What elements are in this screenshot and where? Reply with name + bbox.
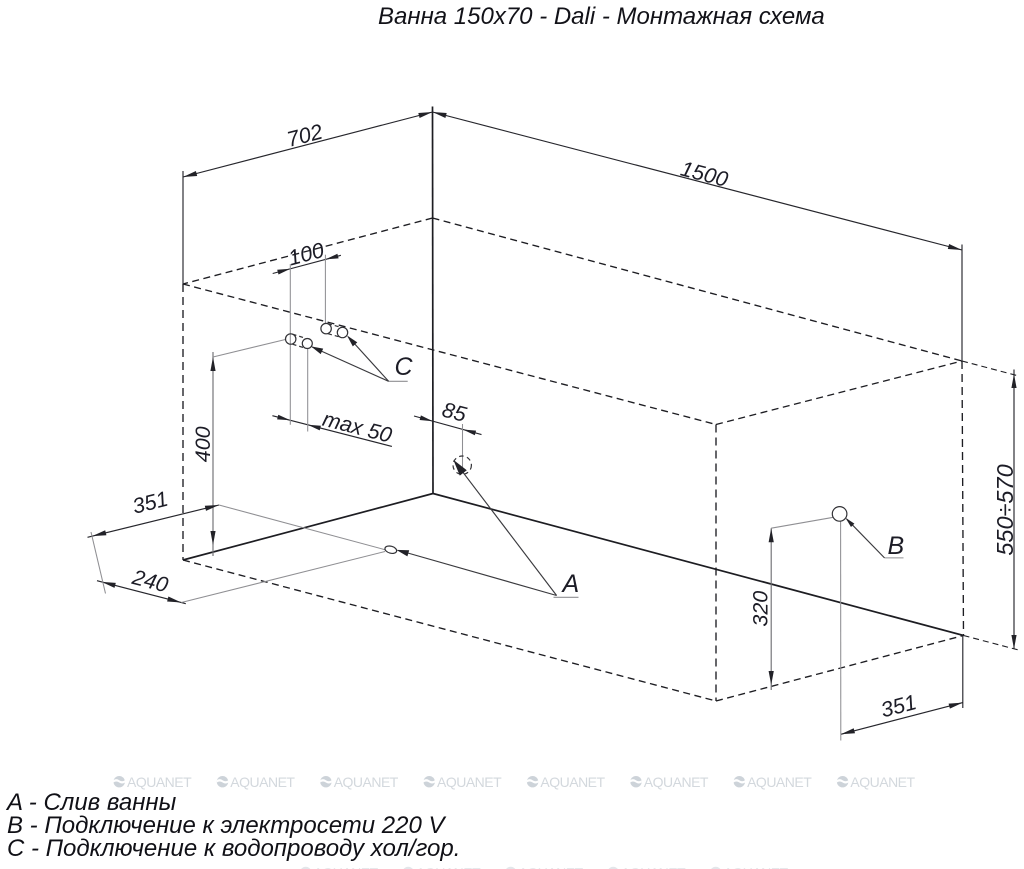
svg-text:AQUANET: AQUANET bbox=[437, 774, 502, 790]
svg-text:AQUANET: AQUANET bbox=[747, 774, 812, 790]
svg-text:AQUANET: AQUANET bbox=[621, 865, 686, 869]
svg-text:320: 320 bbox=[748, 591, 772, 627]
svg-text:max 50: max 50 bbox=[320, 407, 394, 448]
svg-text:AQUANET: AQUANET bbox=[314, 865, 379, 869]
svg-text:AQUANET: AQUANET bbox=[540, 774, 605, 790]
svg-text:AQUANET: AQUANET bbox=[519, 865, 584, 869]
svg-text:85: 85 bbox=[440, 398, 470, 428]
svg-text:351: 351 bbox=[130, 487, 171, 519]
svg-text:AQUANET: AQUANET bbox=[724, 865, 789, 869]
svg-text:240: 240 bbox=[129, 565, 171, 598]
svg-text:550÷570: 550÷570 bbox=[992, 464, 1018, 555]
svg-text:AQUANET: AQUANET bbox=[127, 774, 192, 790]
svg-text:B: B bbox=[888, 532, 905, 560]
svg-text:702: 702 bbox=[284, 120, 325, 152]
svg-text:1500: 1500 bbox=[678, 157, 730, 192]
svg-text:400: 400 bbox=[191, 426, 215, 462]
svg-text:AQUANET: AQUANET bbox=[416, 865, 481, 869]
svg-text:C: C bbox=[395, 353, 414, 381]
svg-text:AQUANET: AQUANET bbox=[850, 774, 915, 790]
svg-text:351: 351 bbox=[878, 690, 919, 722]
svg-text:A: A bbox=[561, 570, 580, 598]
svg-text:AQUANET: AQUANET bbox=[334, 774, 399, 790]
svg-text:AQUANET: AQUANET bbox=[644, 774, 709, 790]
svg-text:100: 100 bbox=[286, 238, 327, 270]
svg-text:AQUANET: AQUANET bbox=[230, 774, 295, 790]
